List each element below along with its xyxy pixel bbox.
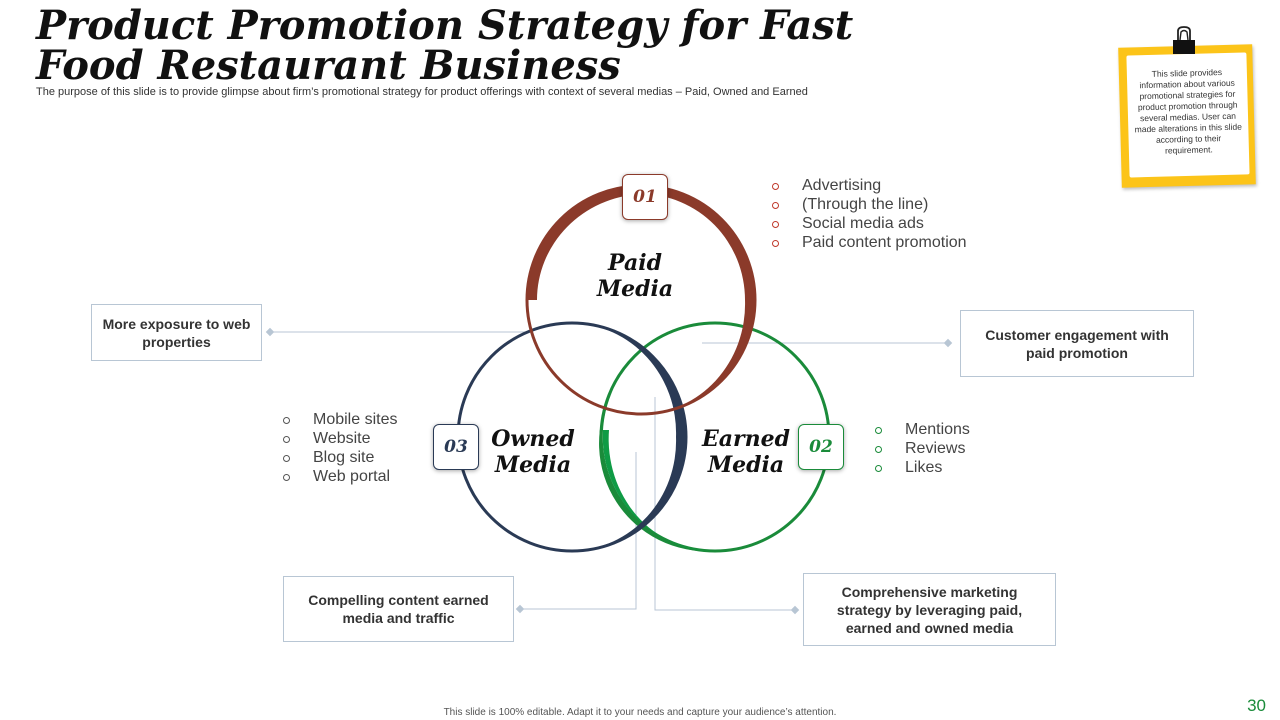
callout-paid-earned: Customer engagement with paid promotion: [960, 310, 1194, 377]
owned-bullet-list: Mobile sites Website Blog site Web porta…: [283, 410, 397, 486]
list-item: Web portal: [283, 467, 397, 486]
page-subtitle: The purpose of this slide is to provide …: [36, 86, 808, 98]
page-number: 30: [1247, 696, 1266, 715]
list-item: Mentions: [875, 420, 970, 439]
connector-owned-earned: [520, 452, 637, 610]
list-item: Likes: [875, 458, 970, 477]
binder-clip-icon: [1173, 26, 1195, 54]
list-item: Website: [283, 429, 397, 448]
paid-number-badge: 01: [622, 174, 668, 220]
owned-media-label: Owned Media: [491, 426, 575, 478]
page-title: Product Promotion Strategy for Fast Food…: [36, 2, 854, 89]
list-item: Reviews: [875, 439, 970, 458]
paid-bullet-list: Advertising (Through the line) Social me…: [772, 176, 967, 252]
list-item: (Through the line): [772, 195, 967, 214]
list-item: Mobile sites: [283, 410, 397, 429]
list-item: Blog site: [283, 448, 397, 467]
list-item: Paid content promotion: [772, 233, 967, 252]
earned-number-badge: 02: [798, 424, 844, 470]
callout-owned-earned: Compelling content earned media and traf…: [283, 576, 514, 642]
paid-media-label: Paid Media: [596, 250, 674, 302]
list-item: Advertising: [772, 176, 967, 195]
earned-bullet-list: Mentions Reviews Likes: [875, 420, 970, 477]
connector-center: [654, 397, 795, 611]
owned-number-badge: 03: [433, 424, 479, 470]
earned-media-label: Earned Media: [702, 426, 790, 478]
callout-paid-owned: More exposure to web properties: [91, 304, 262, 361]
list-item: Social media ads: [772, 214, 967, 233]
connector-end-markers: [265, 327, 953, 615]
footer-text: This slide is 100% editable. Adapt it to…: [443, 707, 837, 718]
callout-center: Comprehensive marketing strategy by leve…: [803, 573, 1056, 646]
